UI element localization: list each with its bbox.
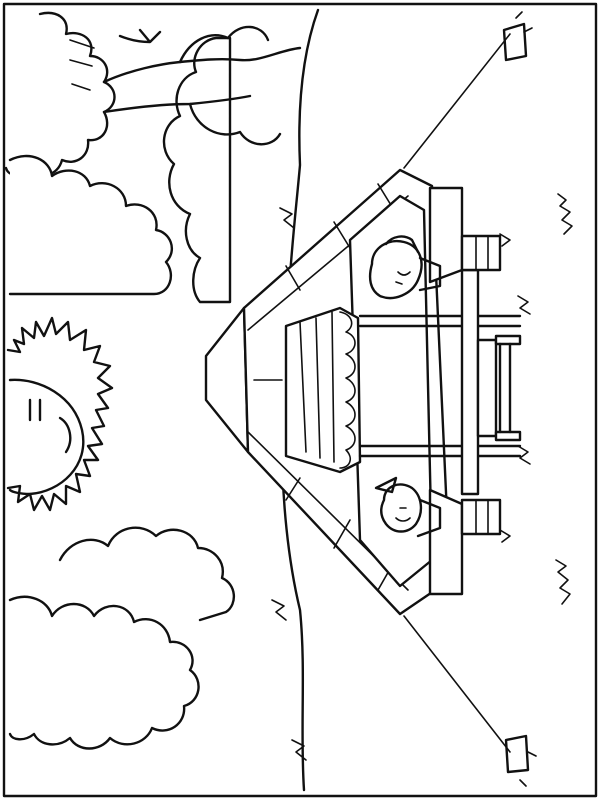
cloud-icon xyxy=(8,154,173,296)
grass-icon xyxy=(271,193,573,761)
tent-stake-icon xyxy=(502,11,533,62)
tree-icon xyxy=(4,11,302,177)
cloud-icon xyxy=(162,36,232,304)
tent-stake-icon xyxy=(504,734,537,787)
sun-icon xyxy=(6,316,114,512)
picnic-table-icon xyxy=(460,268,522,496)
gazebo-icon xyxy=(204,168,464,616)
cloud-icon xyxy=(8,526,235,750)
gazebo-poles xyxy=(358,314,522,458)
gazebo-legs xyxy=(460,234,502,536)
person-icon xyxy=(374,476,442,538)
guy-ropes xyxy=(403,33,511,753)
person-icon xyxy=(368,235,442,300)
